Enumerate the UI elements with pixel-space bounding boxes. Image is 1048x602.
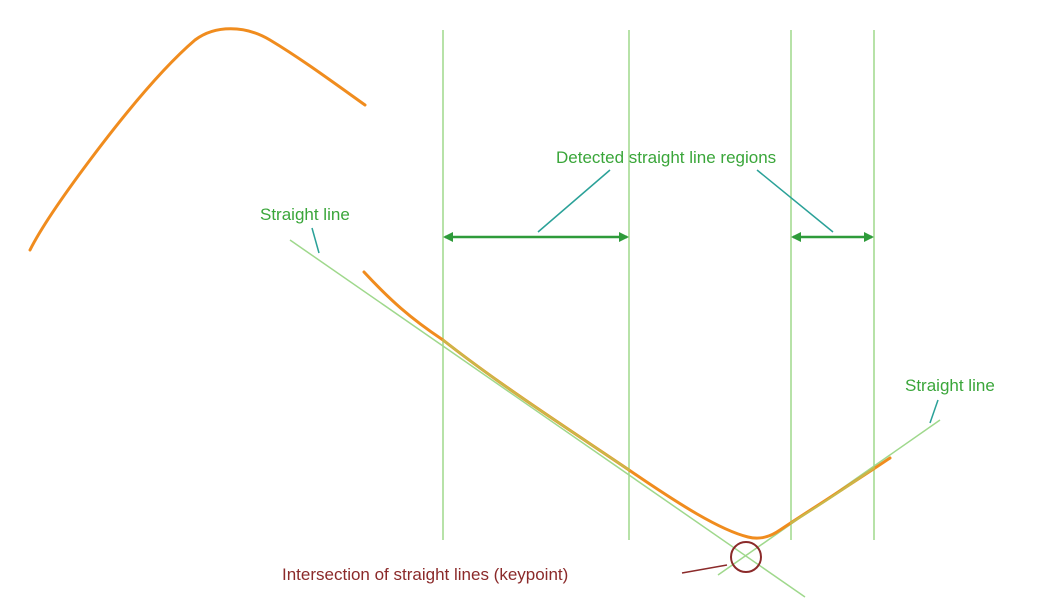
profile-curve-top [28,27,367,252]
leader-line [929,399,939,424]
leader-line [681,564,728,574]
straight-line-label-left: Straight line [260,205,350,224]
fitted-segment-overlay [441,338,876,525]
detected-regions-label: Detected straight line regions [556,148,776,167]
fitted-straight-line-left [289,239,806,598]
intersection-label: Intersection of straight lines (keypoint… [282,565,568,584]
leader-line [537,169,611,233]
leader-line [756,169,834,233]
keypoint-circle [730,541,762,573]
straight-line-label-right: Straight line [905,376,995,395]
leader-line [311,227,320,254]
